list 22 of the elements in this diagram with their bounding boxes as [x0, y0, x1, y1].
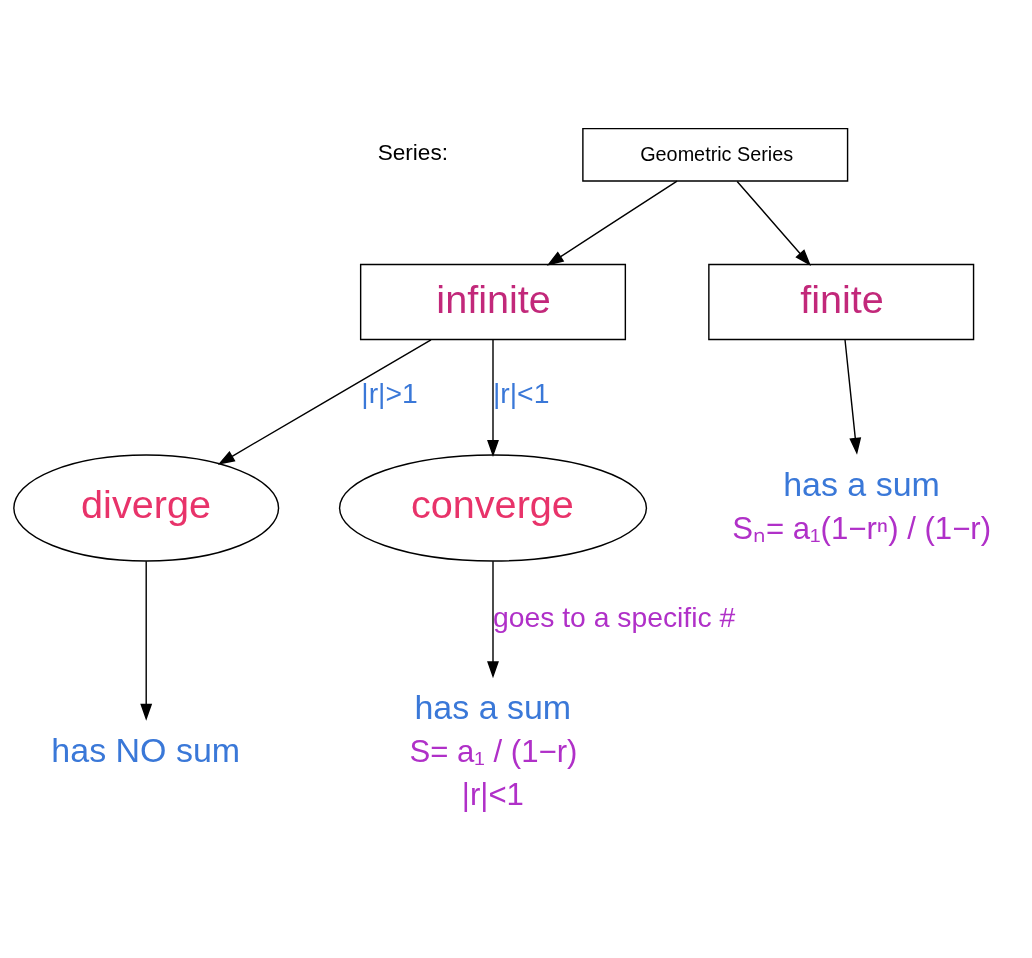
label: Series:	[377, 140, 449, 166]
arrow	[736, 180, 811, 267]
node-box: infinite	[359, 263, 627, 341]
arrow	[487, 560, 499, 679]
arrow	[217, 339, 432, 465]
node-text: has a sum	[783, 464, 940, 503]
node-box: Geometric Series	[582, 127, 849, 182]
node-text: has NO sum	[51, 730, 241, 769]
arrow	[546, 180, 678, 266]
node-label: |r|<1	[461, 776, 524, 812]
node-label: Sₙ= a₁(1−rⁿ) / (1−r)	[732, 510, 992, 546]
node-box: finite	[708, 263, 975, 341]
edge-label: |r|<1	[493, 377, 550, 410]
node-ellipse: converge	[338, 454, 648, 562]
arrow	[140, 560, 153, 721]
arrow	[844, 339, 862, 455]
node-text: has a sum	[414, 688, 572, 727]
node-ellipse: diverge	[13, 454, 280, 562]
edge-label: |r|>1	[361, 377, 418, 410]
edge-label: goes to a specific #	[493, 600, 736, 633]
arrow	[487, 339, 499, 458]
node-label: S= a₁ / (1−r)	[409, 734, 578, 770]
